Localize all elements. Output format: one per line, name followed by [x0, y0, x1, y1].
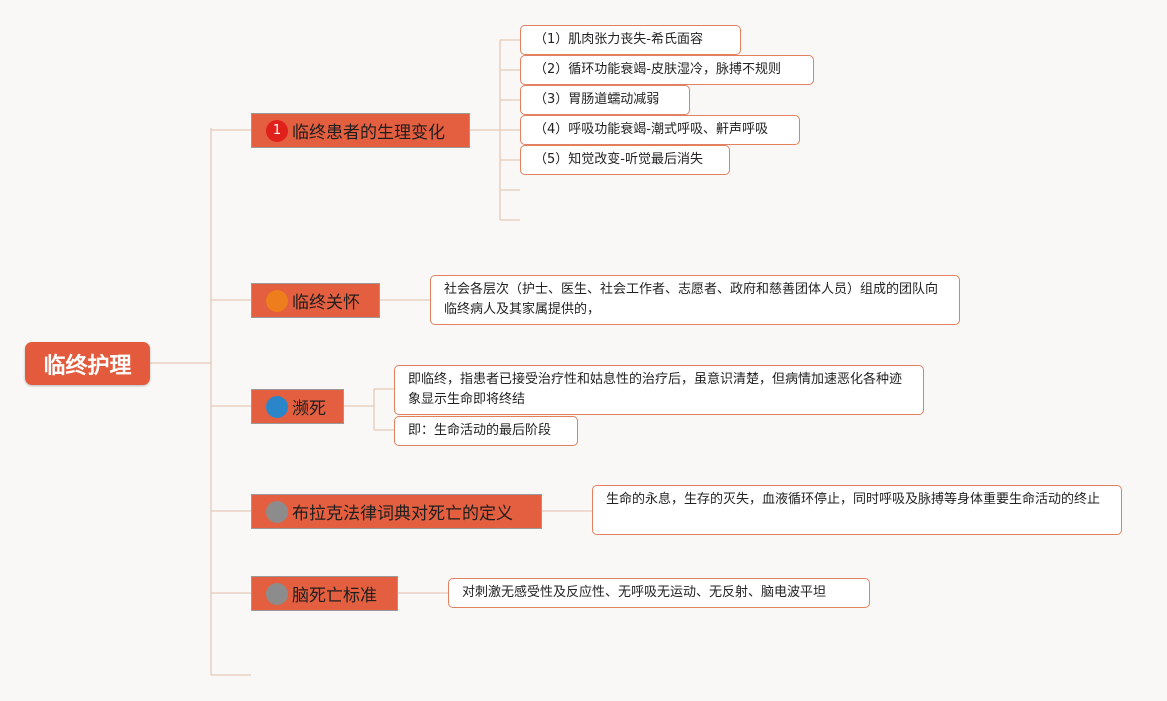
branch-label: 临终患者的生理变化 [292, 123, 445, 143]
leaf-text: （5）知觉改变-听觉最后消失 [534, 152, 703, 167]
badge-number-icon: 3 [266, 395, 288, 418]
leaf-circulation[interactable]: （2）循环功能衰竭-皮肤湿冷，脉搏不规则 [520, 55, 814, 85]
branch-brain-death[interactable]: 5 脑死亡标准 [251, 576, 398, 611]
leaf-respiration[interactable]: （4）呼吸功能衰竭-潮式呼吸、鼾声呼吸 [520, 115, 800, 145]
branch-label: 脑死亡标准 [292, 586, 377, 606]
leaf-text: 对刺激无感受性及反应性、无呼吸无运动、无反射、脑电波平坦 [462, 585, 827, 600]
leaf-text: （3）胃肠道蠕动减弱 [534, 92, 660, 107]
leaf-text: 即临终，指患者已接受治疗性和姑息性的治疗后，虽意识清楚，但病情加速恶化各种迹象显… [408, 372, 903, 407]
leaf-text: （4）呼吸功能衰竭-潮式呼吸、鼾声呼吸 [534, 122, 768, 137]
badge-number-icon: 2 [266, 289, 288, 312]
branch-label: 临终关怀 [292, 293, 360, 313]
leaf-text: （1）肌肉张力丧失-希氏面容 [534, 32, 703, 47]
leaf-hospice-definition[interactable]: 社会各层次（护士、医生、社会工作者、志愿者、政府和慈善团体人员）组成的团队向临终… [430, 275, 960, 325]
branch-dying[interactable]: 3 濒死 [251, 389, 344, 424]
leaf-text: 即：生命活动的最后阶段 [408, 423, 552, 438]
branch-label: 濒死 [292, 399, 326, 419]
badge-number-icon: 5 [266, 582, 288, 605]
badge-number-icon: 1 [266, 119, 288, 142]
root-node[interactable]: 临终护理 [25, 342, 150, 385]
leaf-death-definition[interactable]: 生命的永息，生存的灭失，血液循环停止，同时呼吸及脉搏等身体重要生命活动的终止 [592, 485, 1122, 535]
leaf-text: 生命的永息，生存的灭失，血液循环停止，同时呼吸及脉搏等身体重要生命活动的终止 [606, 492, 1101, 507]
root-title: 临终护理 [43, 353, 132, 379]
leaf-gastrointestinal[interactable]: （3）胃肠道蠕动减弱 [520, 85, 690, 115]
branch-label: 布拉克法律词典对死亡的定义 [292, 504, 513, 524]
leaf-dying-definition[interactable]: 即临终，指患者已接受治疗性和姑息性的治疗后，虽意识清楚，但病情加速恶化各种迹象显… [394, 365, 924, 415]
leaf-brain-death-criteria[interactable]: 对刺激无感受性及反应性、无呼吸无运动、无反射、脑电波平坦 [448, 578, 870, 608]
badge-number-icon: 4 [266, 500, 288, 523]
leaf-muscle-tone[interactable]: （1）肌肉张力丧失-希氏面容 [520, 25, 741, 55]
branch-physiological-changes[interactable]: 1 临终患者的生理变化 [251, 113, 470, 148]
branch-blacks-law-definition[interactable]: 4 布拉克法律词典对死亡的定义 [251, 494, 542, 529]
leaf-perception[interactable]: （5）知觉改变-听觉最后消失 [520, 145, 730, 175]
leaf-text: 社会各层次（护士、医生、社会工作者、志愿者、政府和慈善团体人员）组成的团队向临终… [444, 282, 939, 317]
branch-hospice-care[interactable]: 2 临终关怀 [251, 283, 380, 318]
leaf-text: （2）循环功能衰竭-皮肤湿冷，脉搏不规则 [534, 62, 781, 77]
leaf-last-stage[interactable]: 即：生命活动的最后阶段 [394, 416, 578, 446]
